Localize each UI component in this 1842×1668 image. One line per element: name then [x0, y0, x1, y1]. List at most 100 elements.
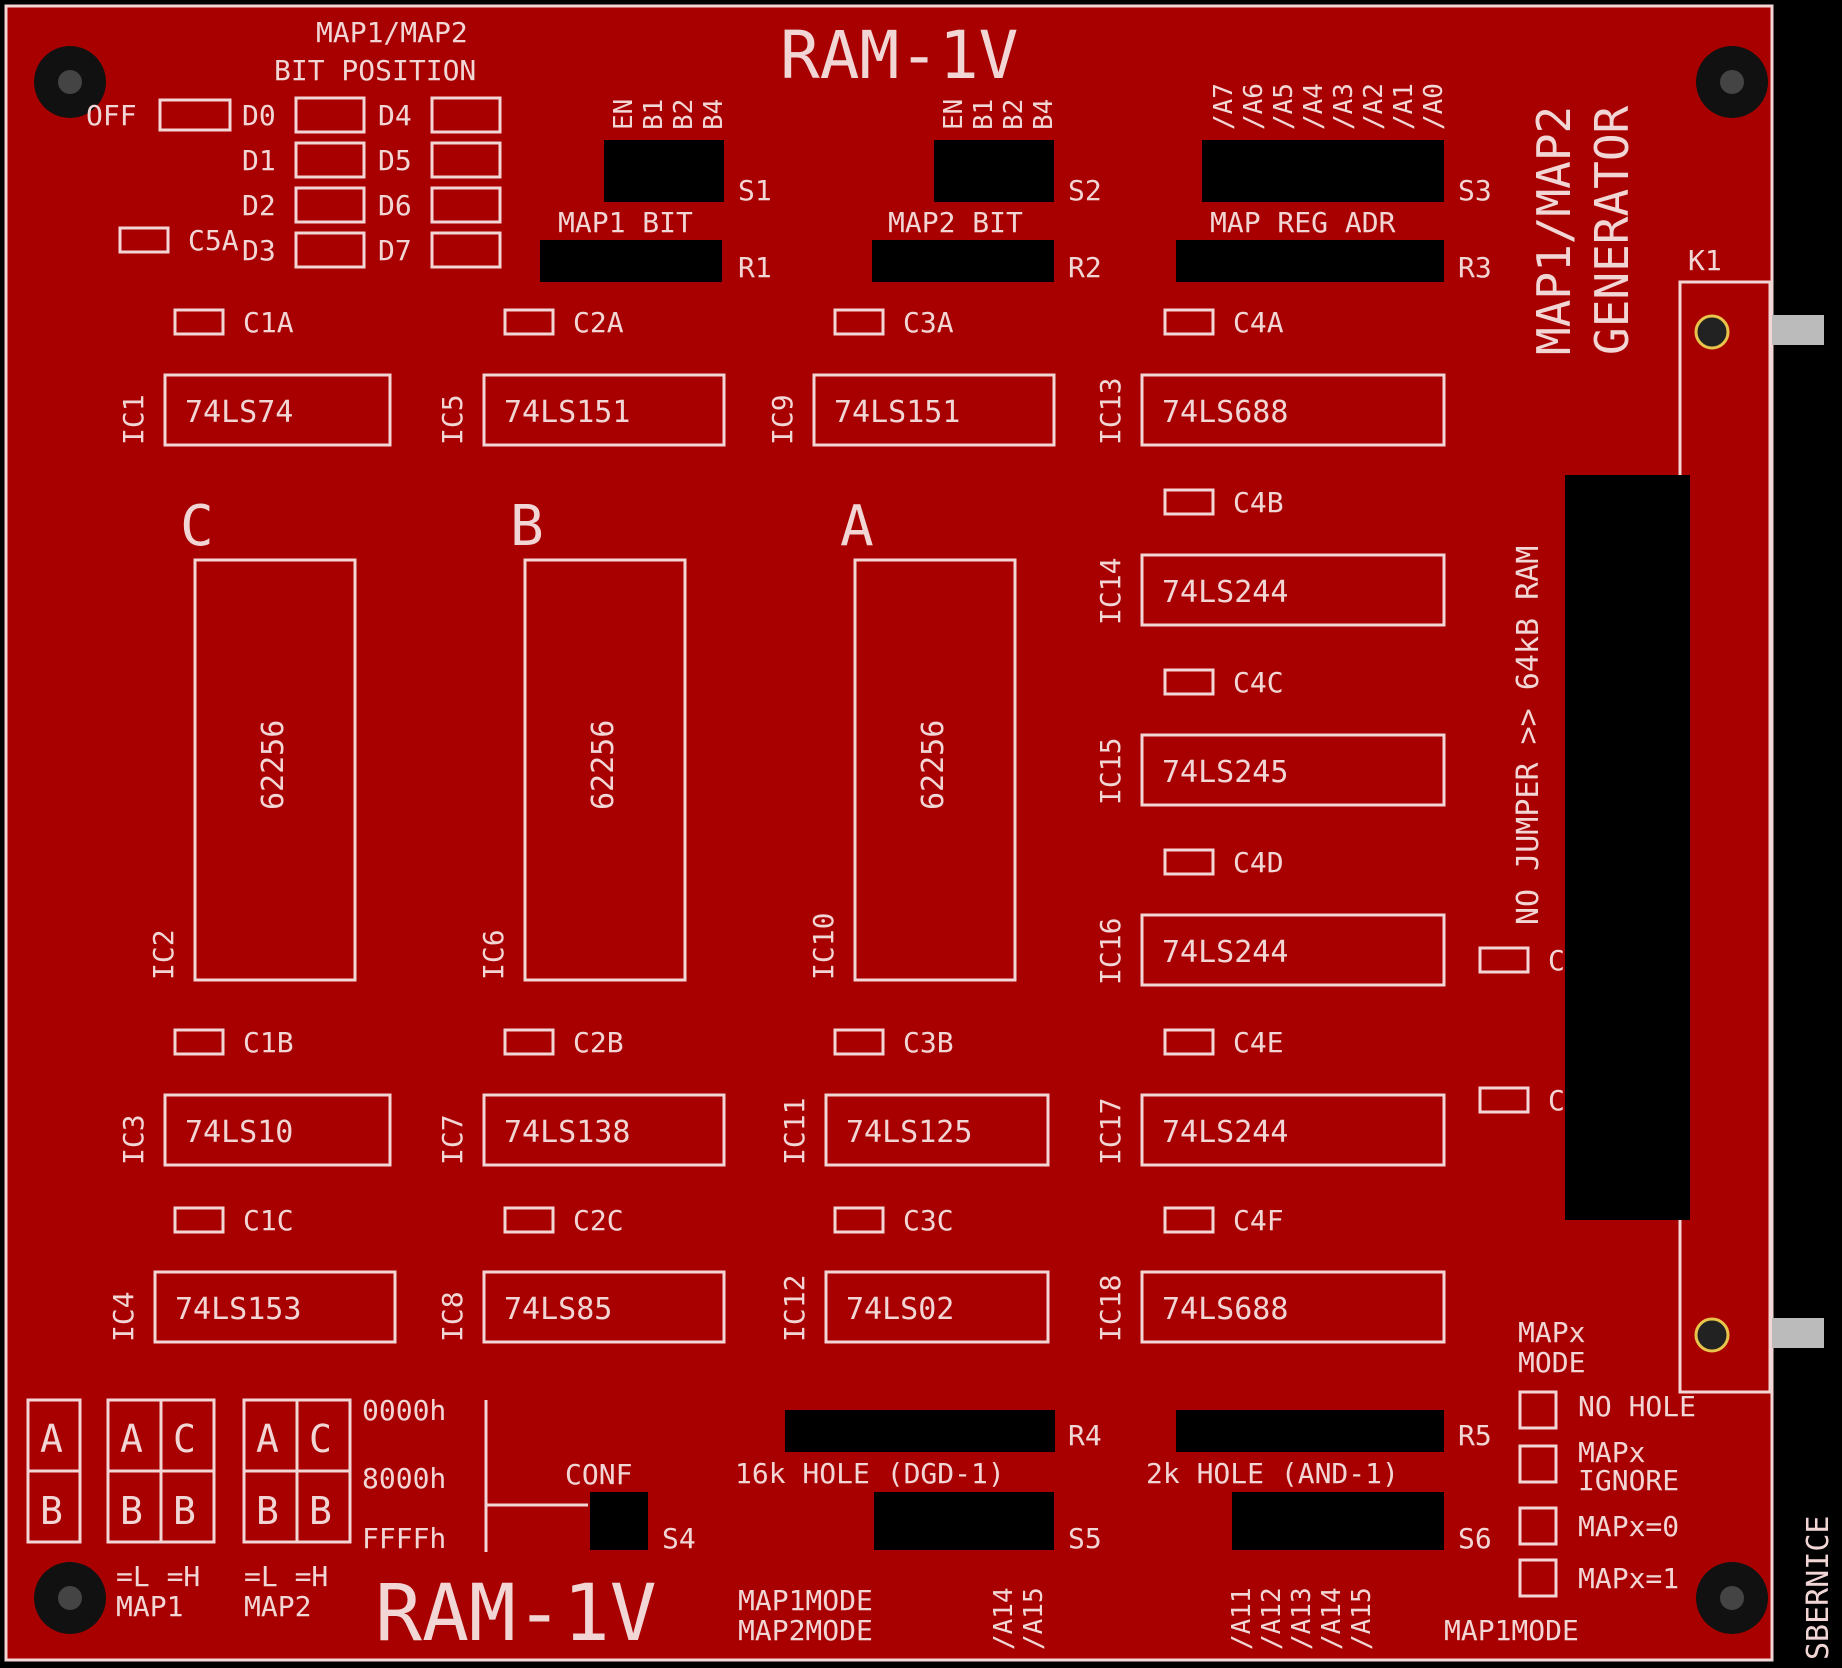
ic-part-ic1: 74LS74 — [185, 395, 293, 430]
s6-body[interactable] — [1232, 1492, 1444, 1550]
cap-body-c4a — [1163, 308, 1215, 336]
ic-body-ic3 — [163, 1093, 392, 1167]
ic-body-ic7 — [482, 1093, 726, 1167]
ic-group: 74LS74IC162256IC274LS10IC374LS153IC474LS… — [107, 373, 1446, 1344]
s6-pin-a11: /A11 — [1227, 1587, 1257, 1650]
ic-part-ic18: 74LS688 — [1162, 1292, 1288, 1327]
addr-8000: 8000h — [362, 1462, 446, 1495]
s6-pin-a15: /A15 — [1347, 1587, 1377, 1650]
s1-pin-b2: B2 — [669, 99, 699, 130]
bitpos-d0: D0 — [242, 99, 276, 132]
ic-part-ic5: 74LS151 — [504, 395, 630, 430]
legend-lh-2: =L =H — [244, 1560, 328, 1593]
ic-ref-ic13: IC13 — [1094, 378, 1127, 445]
s3-pin-a6: /A6 — [1239, 83, 1269, 130]
ic-body-ic13 — [1140, 373, 1446, 447]
s3-pin-a3: /A3 — [1329, 83, 1359, 130]
ic-ref-ic7: IC7 — [436, 1114, 469, 1165]
ic-part-ic14: 74LS244 — [1162, 575, 1288, 610]
s3-pin-a4: /A4 — [1299, 83, 1329, 130]
legend-cell-7: A — [256, 1417, 279, 1461]
s1-caption: MAP1 BIT — [558, 206, 693, 239]
cap-body-c4f — [1163, 1206, 1215, 1234]
mapmode-zero: MAPx=0 — [1578, 1510, 1679, 1543]
s2-caption: MAP2 BIT — [888, 206, 1023, 239]
ic-ref-ic2: IC2 — [147, 929, 180, 980]
ic-part-ic16: 74LS244 — [1162, 935, 1288, 970]
cap-ref-c3c: C3C — [903, 1204, 954, 1237]
legend-cell-1: A — [40, 1417, 63, 1461]
ic-body-ic6 — [523, 558, 687, 982]
cap-ref-c2a: C2A — [573, 306, 624, 339]
board-title-bottom: RAM-1V — [375, 1569, 657, 1659]
legend-cell-5: B — [120, 1489, 143, 1533]
s5-mode-1: MAP1MODE — [738, 1584, 873, 1617]
ic-ref-ic16: IC16 — [1094, 918, 1127, 985]
s4-body[interactable] — [590, 1492, 648, 1550]
ic-body-ic2 — [193, 558, 357, 982]
bitpos-d5: D5 — [378, 144, 412, 177]
legend-cell-8: C — [309, 1417, 332, 1461]
ic-part-ic8: 74LS85 — [504, 1292, 612, 1327]
ic-ref-ic12: IC12 — [778, 1275, 811, 1342]
ic-body-ic8 — [482, 1270, 726, 1344]
s1-pin-b4: B4 — [699, 99, 729, 130]
ic-body-ic17 — [1140, 1093, 1446, 1167]
r2-ref: R2 — [1068, 251, 1102, 284]
cap-ref-c2b: C2B — [573, 1026, 624, 1059]
cap-body-c2b — [503, 1028, 555, 1056]
s3-pin-a2: /A2 — [1359, 83, 1389, 130]
ic-part-ic12: 74LS02 — [846, 1292, 954, 1327]
cap-ref-c4b: C4B — [1233, 486, 1284, 519]
ic-ref-ic8: IC8 — [436, 1291, 469, 1342]
s2-pin-b4: B4 — [1029, 99, 1059, 130]
cap-ref-c5a: C5A — [188, 224, 239, 257]
ic-ref-ic3: IC3 — [117, 1114, 150, 1165]
r5-ref: R5 — [1458, 1419, 1492, 1452]
addr-bracket — [484, 1400, 588, 1552]
s2-pin-b2: B2 — [999, 99, 1029, 130]
r4-ref: R4 — [1068, 1419, 1102, 1452]
ic-part-ic2: 62256 — [256, 720, 291, 810]
header-s3[interactable]: /A7 /A6 /A5 /A4 /A3 /A2 /A1 /A0 S3 MAP R… — [1176, 83, 1492, 284]
r3-ref: R3 — [1458, 251, 1492, 284]
s6-pin-a13: /A13 — [1287, 1587, 1317, 1650]
s5-ref: S5 — [1068, 1522, 1102, 1555]
cap-ref-c4a: C4A — [1233, 306, 1284, 339]
ic-body-ic10 — [853, 558, 1017, 982]
cap-body-c3c — [833, 1206, 885, 1234]
s3-caption: MAP REG ADR — [1210, 206, 1396, 239]
bitpos-title-1: MAP1/MAP2 — [316, 16, 468, 49]
s6-mode: MAP1MODE — [1444, 1614, 1579, 1647]
cap-body-c5b — [1478, 946, 1530, 974]
r5-caption: 2k HOLE (AND-1) — [1146, 1457, 1399, 1490]
cap-body-c1a — [173, 308, 225, 336]
connector-label: K1 — [1688, 244, 1722, 277]
cap-body-c5a — [118, 226, 170, 254]
ic-ref-ic14: IC14 — [1094, 558, 1127, 625]
r4-caption: 16k HOLE (DGD-1) — [735, 1457, 1005, 1490]
header-s2[interactable]: EN B1 B2 B4 S2 MAP2 BIT R2 — [872, 99, 1102, 284]
addr-0000: 0000h — [362, 1394, 446, 1427]
ic-part-ic9: 74LS151 — [834, 395, 960, 430]
legend-cell-6: B — [173, 1489, 196, 1533]
ic-ref-ic18: IC18 — [1094, 1275, 1127, 1342]
cap-body-c3a — [833, 308, 885, 336]
ic-body-ic15 — [1140, 733, 1446, 807]
header-s1[interactable]: EN B1 B2 B4 S1 MAP1 BIT R1 — [540, 99, 772, 284]
legend-map1: MAP1 — [116, 1590, 183, 1623]
legend-cell-4: C — [173, 1417, 196, 1461]
ic-body-ic5 — [482, 373, 726, 447]
mapmode-no-hole: NO HOLE — [1578, 1390, 1696, 1423]
ic-ref-ic4: IC4 — [107, 1291, 140, 1342]
mapmode-title-1: MAPx — [1518, 1316, 1585, 1349]
bus-label: SBERNICE — [1801, 1516, 1836, 1661]
s5-body[interactable] — [874, 1492, 1054, 1550]
bank-c-label: C — [180, 494, 214, 559]
ic-part-ic17: 74LS244 — [1162, 1115, 1288, 1150]
ic-part-ic3: 74LS10 — [185, 1115, 293, 1150]
s5-pin-a14: /A14 — [989, 1587, 1019, 1650]
ic-body-ic11 — [824, 1093, 1050, 1167]
